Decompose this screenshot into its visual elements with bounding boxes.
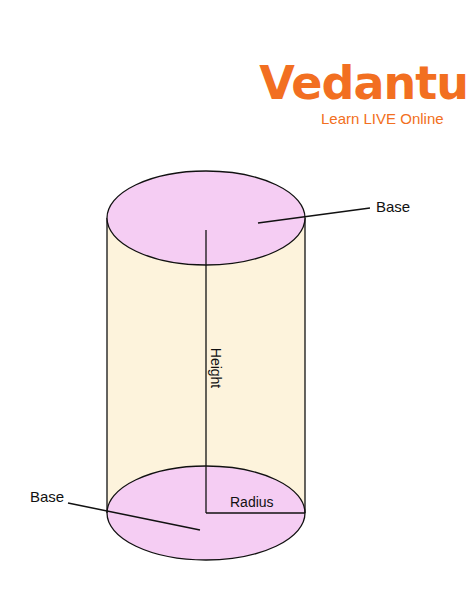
brand-tagline: Learn LIVE Online — [321, 111, 444, 128]
leader-line — [258, 208, 370, 223]
brand-logo: Vedantu — [259, 58, 468, 109]
radius-line — [206, 512, 305, 513]
part-label: Base — [376, 199, 410, 216]
leader-line — [68, 503, 200, 530]
dimension-label: Height — [207, 348, 222, 388]
height-line — [205, 230, 206, 513]
cylinder-side — [304, 218, 305, 513]
part-label: Base — [30, 489, 64, 506]
dimension-label: Radius — [230, 495, 274, 510]
cylinder-body — [107, 218, 305, 560]
cylinder-side — [106, 218, 107, 513]
